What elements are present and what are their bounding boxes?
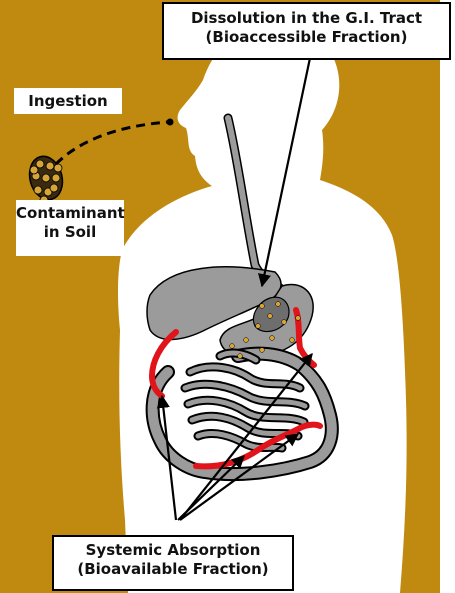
contaminant-particle [296, 316, 301, 321]
absorption-label-line2: (Bioavailable Fraction) [54, 560, 292, 579]
ingestion-path [56, 122, 168, 164]
dissolution-label-line2: (Bioaccessible Fraction) [164, 28, 449, 47]
contaminant-particle [238, 354, 243, 359]
contaminant-particle [256, 324, 261, 329]
absorption-label-line1: Systemic Absorption [54, 541, 292, 560]
soil-particle [46, 162, 54, 170]
contaminant-particle [290, 338, 295, 343]
soil-particle [50, 184, 58, 192]
soil-particle [42, 174, 50, 182]
contaminant-particle [244, 338, 249, 343]
contaminant-particle [230, 344, 235, 349]
contaminant-particle [260, 304, 265, 309]
contaminant-particle [260, 348, 265, 353]
soil-particle [36, 160, 44, 168]
ingestion-label-text: Ingestion [14, 88, 122, 114]
contaminant-particle [268, 314, 273, 319]
contaminant-particle [270, 336, 275, 341]
soil-particle [30, 166, 38, 174]
contaminant-particle [282, 320, 287, 325]
contaminant-particle [276, 302, 281, 307]
contaminant-label-line2: in Soil [16, 223, 124, 242]
soil-particle [54, 164, 62, 172]
absorption-label: Systemic Absorption (Bioavailable Fracti… [52, 535, 294, 591]
mouth-point [167, 119, 174, 126]
soil-particle [52, 174, 60, 182]
ingestion-label: Ingestion [14, 88, 122, 114]
contaminant-label: Contaminant in Soil [16, 200, 124, 256]
soil-particle [34, 186, 42, 194]
dissolution-label: Dissolution in the G.I. Tract (Bioaccess… [162, 2, 451, 60]
dissolution-label-line1: Dissolution in the G.I. Tract [164, 9, 449, 28]
contaminant-label-line1: Contaminant [16, 204, 124, 223]
